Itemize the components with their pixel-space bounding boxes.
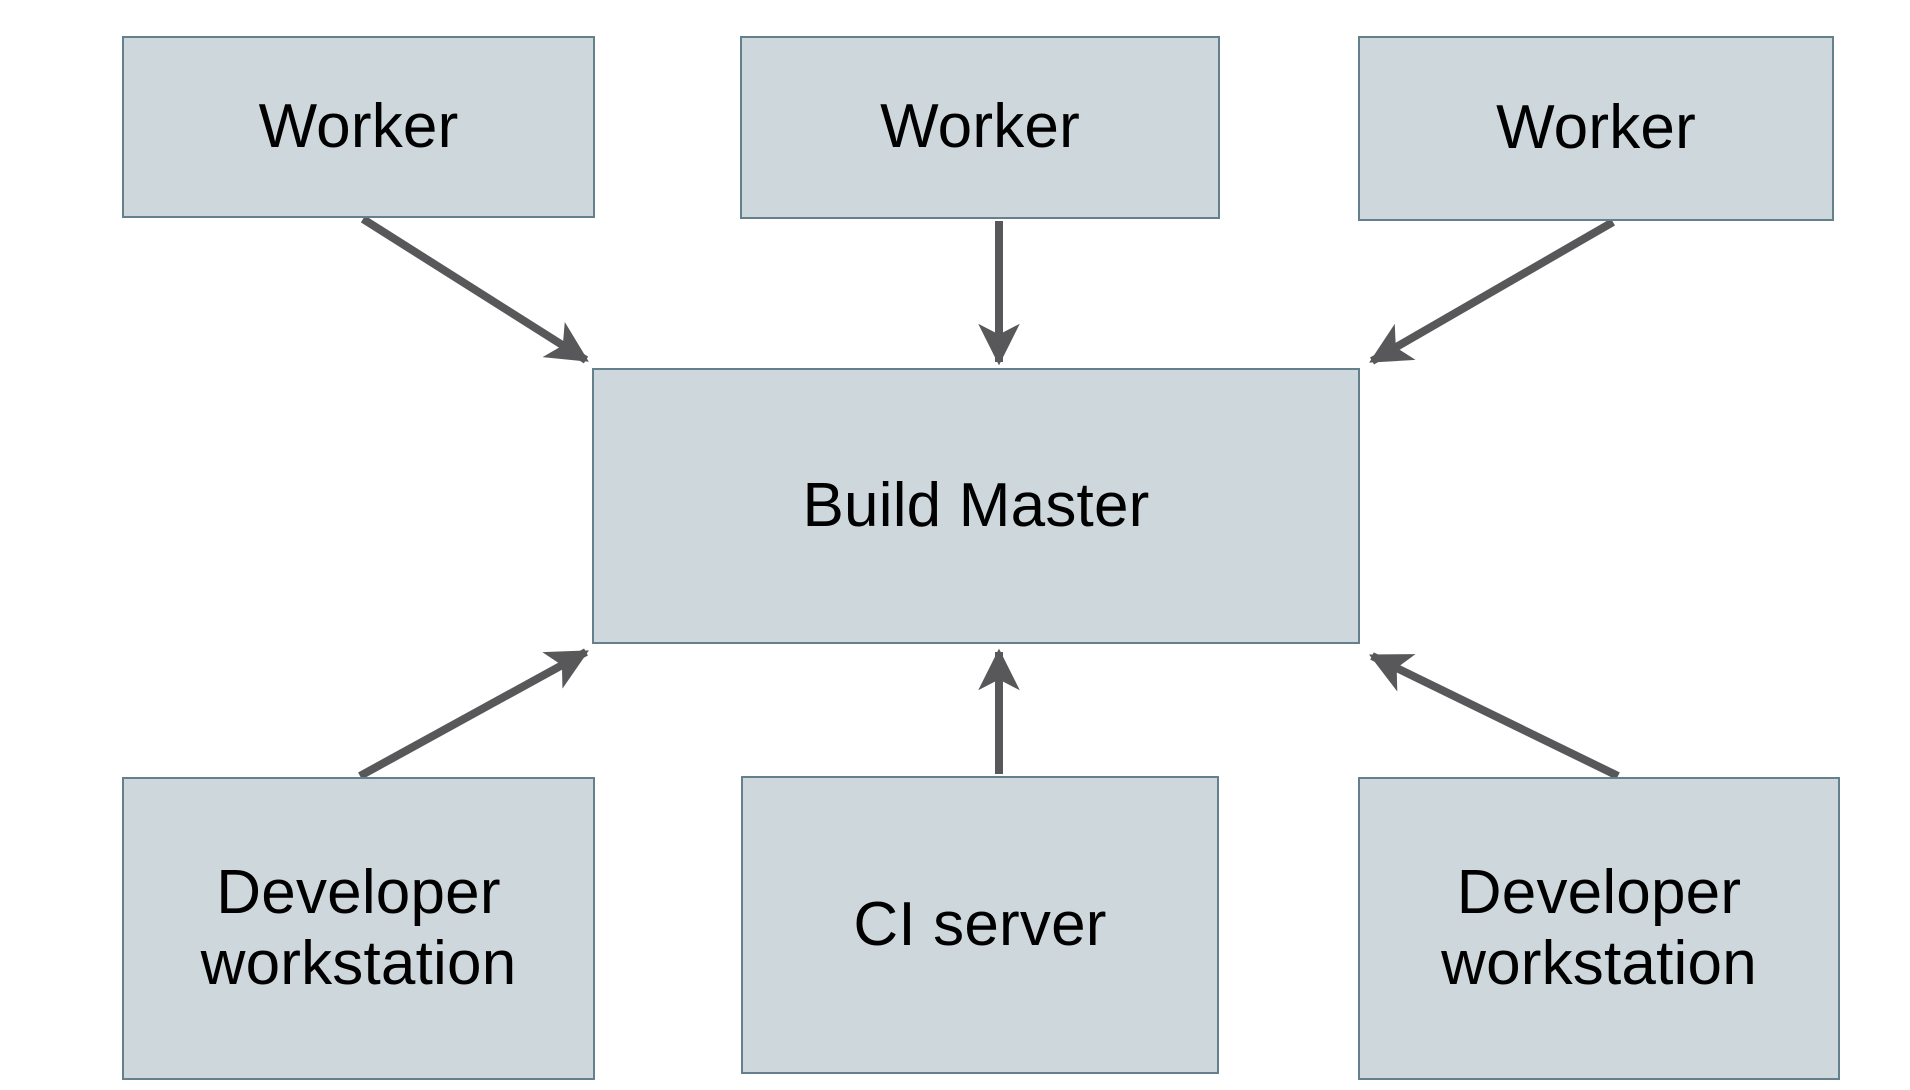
node-ci-server[interactable]: CI server — [741, 776, 1219, 1074]
node-developer-workstation-1[interactable]: Developer workstation — [122, 777, 595, 1080]
node-worker-3[interactable]: Worker — [1358, 36, 1834, 221]
edge-worker-3-to-build-master — [1369, 218, 1615, 365]
edge-dev-workstation-2-to-build-master — [1369, 652, 1620, 780]
edge-dev-workstation-1-to-build-master — [358, 648, 589, 780]
node-worker-1[interactable]: Worker — [122, 36, 595, 218]
node-build-master[interactable]: Build Master — [592, 368, 1360, 644]
edge-worker-1-to-build-master — [360, 215, 589, 364]
node-developer-workstation-2[interactable]: Developer workstation — [1358, 777, 1840, 1080]
node-worker-2[interactable]: Worker — [740, 36, 1220, 219]
